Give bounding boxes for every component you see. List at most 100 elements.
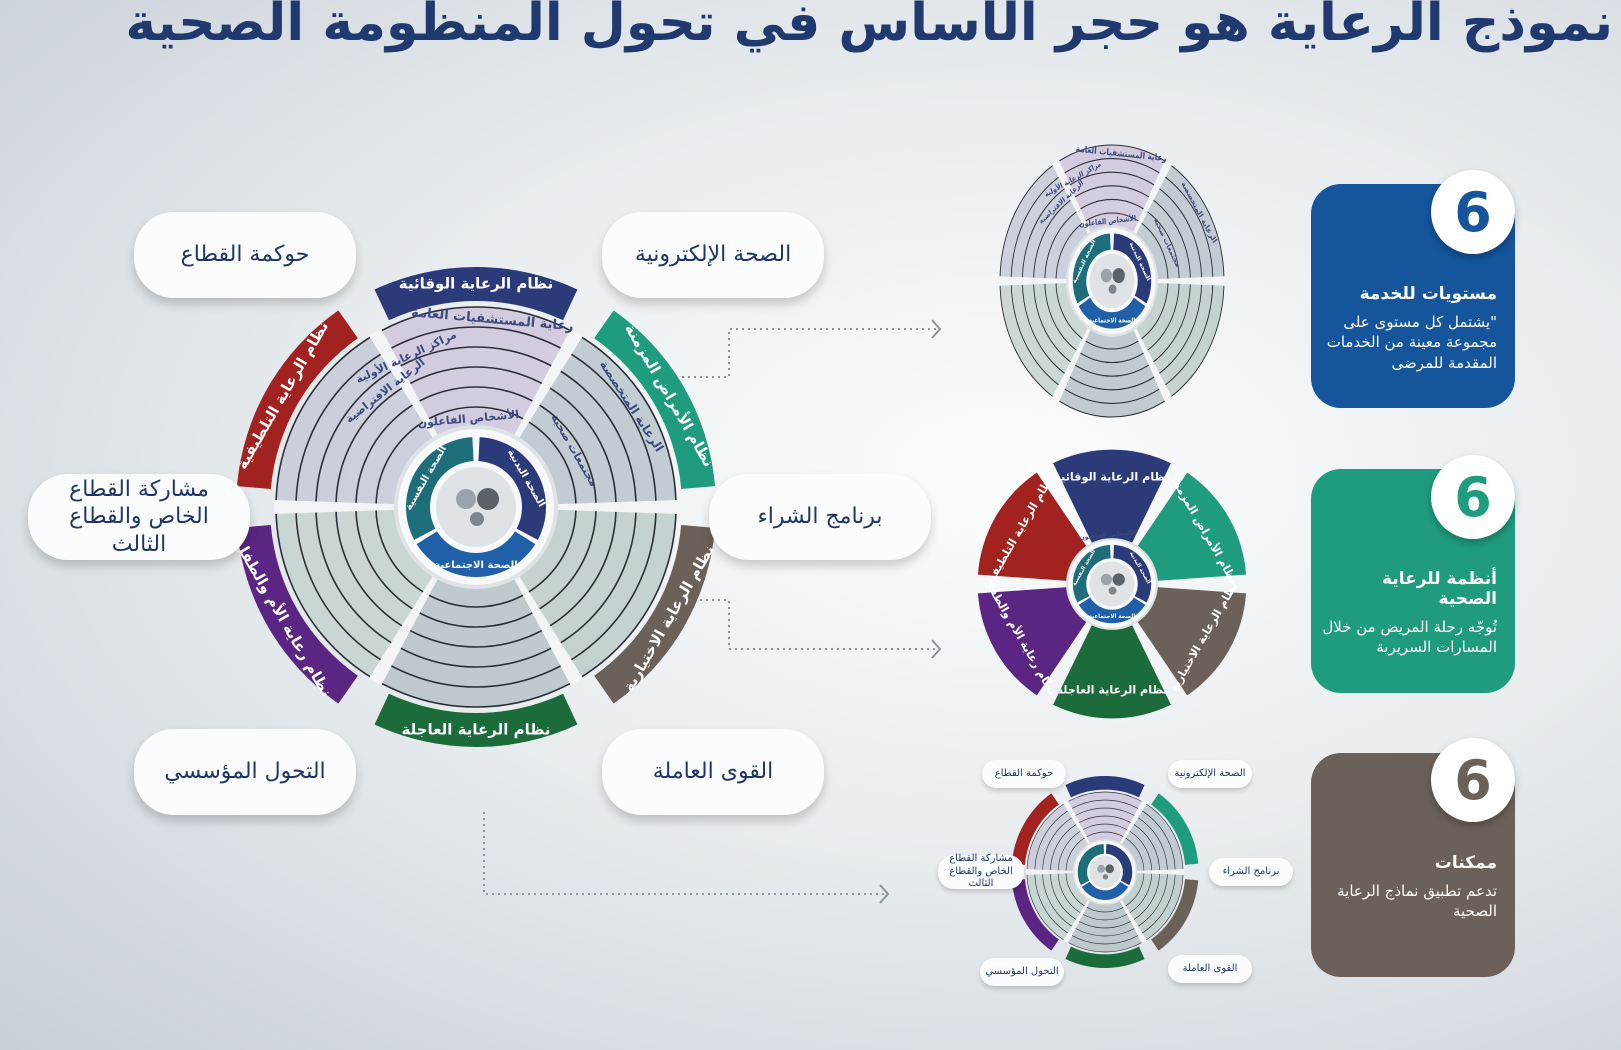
enabler-label: القوى العاملة — [1182, 962, 1238, 974]
service-level-sector — [1056, 328, 1168, 417]
person-icon — [456, 489, 476, 509]
enabler-procurement: برنامج الشراء — [709, 474, 931, 560]
card-number-badge: 6 — [1431, 170, 1515, 254]
enabler-label: الصحة الإلكترونية — [634, 242, 792, 268]
service-level-sector — [1066, 792, 1144, 845]
arrow-head-icon — [931, 639, 942, 659]
system-band — [1151, 879, 1199, 951]
small-enabler-transformation: التحول المؤسسي — [980, 958, 1064, 986]
core-label: الصحة الاجتماعية — [1089, 614, 1136, 620]
core-segment — [1072, 544, 1111, 603]
core-segment — [416, 531, 536, 577]
core-segment — [1081, 881, 1129, 900]
enabler-label: برنامج الشراء — [757, 504, 883, 530]
service-level-sector — [1066, 899, 1144, 952]
dotted-connector — [483, 812, 884, 895]
ring-gap — [998, 276, 1067, 286]
system-band — [1151, 793, 1199, 865]
child-icon — [1102, 874, 1109, 880]
ring-gap — [1063, 899, 1090, 944]
person-icon — [1100, 268, 1112, 283]
person-icon — [1112, 573, 1125, 586]
system-sector — [977, 472, 1087, 581]
core-segment — [1113, 233, 1152, 304]
ring-gap — [1063, 800, 1090, 845]
person-icon — [1097, 864, 1105, 873]
service-level-sector — [376, 307, 576, 438]
system-band — [594, 310, 716, 490]
system-band — [1011, 879, 1059, 951]
arrow-head-icon — [931, 319, 942, 339]
ring-gap — [1120, 899, 1147, 944]
ring-gap — [1133, 159, 1172, 234]
ring-gap — [514, 328, 584, 438]
system-label: نظام الرعاية العاجلة — [1056, 683, 1167, 696]
system-label: نظام الرعاية الوقائية — [1054, 471, 1169, 484]
system-label: نظام الرعاية العاجلة — [402, 721, 551, 739]
arrow-head-icon — [879, 884, 890, 904]
card-title: ممكنات — [1434, 853, 1497, 873]
ring-gap — [368, 328, 438, 438]
core-label: الصحة الاجتماعية — [1089, 317, 1136, 325]
service-level-sector — [376, 576, 576, 707]
person-icon — [1100, 573, 1112, 586]
child-icon — [1108, 586, 1117, 595]
core-segment — [478, 437, 546, 540]
service-level-sector — [1056, 145, 1168, 234]
system-band — [1065, 946, 1145, 968]
core-label: الصحة الاجتماعية — [434, 560, 517, 571]
enabler-ehealth: الصحة الإلكترونية — [602, 212, 824, 298]
enablers-wheel — [1011, 776, 1199, 968]
system-band — [1065, 776, 1145, 798]
enabler-label: الصحة الإلكترونية — [1174, 767, 1246, 779]
enabler-label: حوكمة القطاع — [994, 767, 1054, 779]
ring-gap — [1052, 159, 1091, 234]
core-segment — [1105, 844, 1133, 886]
card-text: تدعم تطبيق نماذج الرعاية الصحية — [1337, 882, 1497, 921]
small-enabler-ehealth: الصحة الإلكترونية — [1168, 760, 1252, 788]
system-sector — [1053, 624, 1171, 719]
system-band — [1011, 793, 1059, 865]
system-label: نظام الرعاية الوقائية — [399, 275, 554, 293]
system-sector — [1053, 449, 1171, 544]
core-segment — [1072, 233, 1111, 304]
card-text: تُوجّه رحلة المريض من خلال المسارات السر… — [1322, 618, 1497, 657]
enabler-label: حوكمة القطاع — [180, 242, 310, 268]
card-service-levels: مستويات للخدمة "يشتمل كل مستوى على مجموع… — [1311, 184, 1515, 408]
enabler-label: مشاركة القطاع الخاص والقطاع الثالث — [69, 476, 209, 557]
card-title: أنظمة للرعاية الصحية — [1382, 569, 1497, 609]
enabler-label: التحول المؤسسي — [164, 759, 326, 785]
enabler-transformation: التحول المؤسسي — [134, 729, 356, 815]
person-icon — [1105, 864, 1114, 874]
ring-gap — [557, 499, 678, 515]
system-sector — [1137, 587, 1247, 696]
ring-gap — [1026, 869, 1074, 875]
card-number-badge: 6 — [1431, 738, 1515, 822]
enabler-label: التحول المؤسسي — [985, 965, 1059, 977]
ring-gap — [1052, 328, 1091, 403]
enabler-governance: حوكمة القطاع — [134, 212, 356, 298]
people-icon — [1089, 856, 1121, 888]
person-icon — [1112, 268, 1125, 284]
enabler-label: برنامج الشراء — [1222, 865, 1280, 877]
card-title: مستويات للخدمة — [1359, 284, 1497, 304]
dotted-connector — [688, 599, 936, 650]
enabler-workforce: القوى العاملة — [602, 729, 824, 815]
core-segment — [406, 437, 474, 540]
core-segment — [1077, 844, 1105, 886]
ring-gap — [1133, 328, 1172, 403]
card-text: "يشتمل كل مستوى على مجموعة معينة من الخد… — [1326, 313, 1497, 372]
card-number-badge: 6 — [1431, 455, 1515, 539]
ring-gap — [274, 499, 395, 515]
ring-gap — [1157, 276, 1226, 286]
ring-gap — [1136, 869, 1184, 875]
people-icon — [436, 467, 516, 547]
core-segment — [1078, 297, 1146, 329]
system-band — [236, 310, 358, 490]
core-segment — [1113, 544, 1152, 603]
system-sector — [1137, 472, 1247, 581]
